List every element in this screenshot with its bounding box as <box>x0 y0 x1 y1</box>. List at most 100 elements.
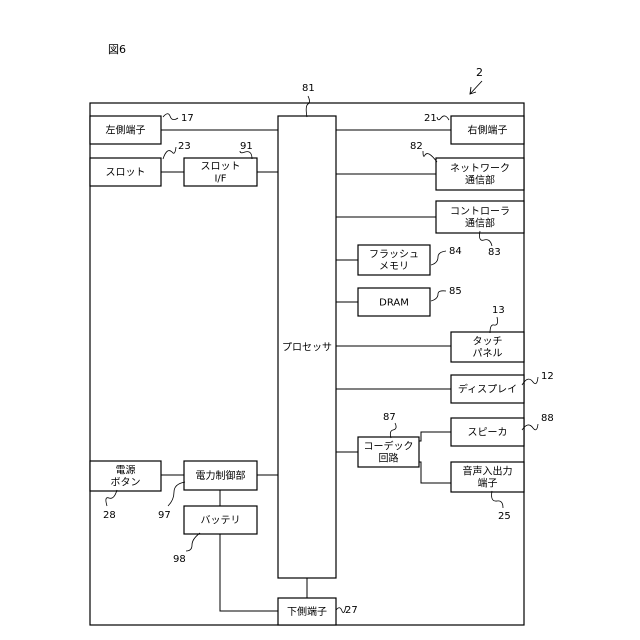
dram-label-line-1: DRAM <box>379 298 409 309</box>
ref-network-comm: 82 <box>410 141 437 162</box>
wire-speaker <box>419 432 451 441</box>
power-button-leader-line <box>106 490 117 506</box>
ref-right-terminal: 21 <box>424 113 449 124</box>
codec-circuit-leader-line <box>390 423 396 438</box>
ref-left-terminal: 17 <box>163 113 194 124</box>
device-number: 2 <box>476 66 483 79</box>
block-power-control: 電力制御部 <box>184 461 257 490</box>
processor-ref-number: 81 <box>302 83 315 94</box>
dram-leader-line <box>431 291 446 301</box>
audio-io-terminal-label-line-2: 端子 <box>478 477 498 490</box>
ref-dram: 85 <box>431 286 462 301</box>
block-battery: バッテリ <box>184 506 257 534</box>
ref-audio-io-terminal: 25 <box>492 491 511 522</box>
ref-touch-panel: 13 <box>490 305 505 333</box>
figure-label: 図6 <box>108 43 126 56</box>
block-slot-if: スロットI/F <box>184 158 257 186</box>
block-display: ディスプレイ <box>451 375 524 403</box>
controller-comm-label-line-1: コントローラ <box>450 206 510 218</box>
display-label-line-1: ディスプレイ <box>458 383 517 396</box>
touch-panel-ref-number: 13 <box>492 305 505 316</box>
audio-io-terminal-leader-line <box>492 491 503 508</box>
display-ref-number: 12 <box>541 371 554 382</box>
flash-memory-label-line-2: メモリ <box>379 262 409 273</box>
touch-panel-label-line-1: タッチ <box>473 336 503 348</box>
block-dram: DRAM <box>358 288 430 316</box>
ref-bottom-terminal: 27 <box>336 605 358 616</box>
block-right-terminal: 右側端子 <box>451 116 524 144</box>
block-controller-comm: コントローラ通信部 <box>436 201 524 233</box>
ref-processor: 81 <box>302 83 315 117</box>
battery-label-line-1: バッテリ <box>201 515 241 527</box>
bottom-terminal-ref-number: 27 <box>345 605 358 616</box>
wire-bottom-terminal <box>220 534 278 611</box>
network-comm-label-line-1: ネットワーク <box>450 163 510 175</box>
left-terminal-leader-line <box>163 114 178 120</box>
ref-controller-comm: 83 <box>480 231 501 258</box>
right-terminal-label-line-1: 右側端子 <box>468 124 508 137</box>
bottom-terminal-label-line-1: 下側端子 <box>287 605 327 618</box>
flash-memory-ref-number: 84 <box>449 246 462 257</box>
codec-circuit-label-line-1: コーデック <box>364 440 414 453</box>
left-terminal-ref-number: 17 <box>181 113 194 124</box>
right-terminal-leader-line <box>437 116 449 120</box>
ref-battery: 98 <box>173 533 200 565</box>
power-control-leader-line <box>168 482 185 506</box>
audio-io-terminal-ref-number: 25 <box>498 511 511 522</box>
ref-codec-circuit: 87 <box>383 412 396 438</box>
power-button-label-line-1: 電源 <box>116 464 136 477</box>
ref-power-button: 28 <box>103 490 117 521</box>
block-slot: スロット <box>90 158 161 186</box>
ref-slot: 23 <box>163 141 191 159</box>
ref-flash-memory: 84 <box>431 246 462 265</box>
flash-memory-leader-line <box>431 251 446 265</box>
block-touch-panel: タッチパネル <box>451 332 524 362</box>
device-reference: 2 <box>470 66 483 94</box>
power-button-ref-number: 28 <box>103 510 116 521</box>
power-control-label-line-1: 電力制御部 <box>196 469 246 482</box>
slot-if-label-line-1: スロット <box>201 162 241 173</box>
wire-audio-io <box>419 462 451 483</box>
block-network-comm: ネットワーク通信部 <box>436 158 524 190</box>
processor-leader-line <box>306 96 309 117</box>
slot-label-line-1: スロット <box>106 168 146 179</box>
slot-if-label-line-2: I/F <box>214 174 226 185</box>
left-terminal-label-line-1: 左側端子 <box>106 124 146 137</box>
flash-memory-label-line-1: フラッシュ <box>369 249 419 261</box>
dram-ref-number: 85 <box>449 286 462 297</box>
block-audio-io-terminal: 音声入出力端子 <box>451 462 524 492</box>
processor-label-line-1: プロセッサ <box>282 342 332 354</box>
block-processor: プロセッサ <box>278 116 336 578</box>
codec-circuit-ref-number: 87 <box>383 412 396 423</box>
ref-speaker: 88 <box>522 413 554 430</box>
block-flash-memory: フラッシュメモリ <box>358 245 430 275</box>
ref-display: 12 <box>522 371 554 385</box>
block-codec-circuit: コーデック回路 <box>358 437 419 467</box>
block-bottom-terminal: 下側端子 <box>278 598 336 625</box>
block-speaker: スピーカ <box>451 418 524 446</box>
ref-slot-if: 91 <box>240 141 253 159</box>
controller-comm-ref-number: 83 <box>488 247 501 258</box>
speaker-ref-number: 88 <box>541 413 554 424</box>
slot-if-ref-number: 91 <box>240 141 253 152</box>
right-terminal-ref-number: 21 <box>424 113 437 124</box>
codec-circuit-label-line-2: 回路 <box>379 452 399 465</box>
audio-io-terminal-label-line-1: 音声入出力 <box>463 465 513 478</box>
network-comm-label-line-2: 通信部 <box>465 174 495 187</box>
network-comm-leader-line <box>423 151 437 162</box>
controller-comm-label-line-2: 通信部 <box>465 217 495 230</box>
touch-panel-leader-line <box>490 317 498 333</box>
touch-panel-label-line-2: パネル <box>473 348 503 360</box>
speaker-label-line-1: スピーカ <box>468 427 508 439</box>
network-comm-ref-number: 82 <box>410 141 423 152</box>
ref-power-control: 97 <box>158 482 185 521</box>
battery-ref-number: 98 <box>173 554 186 565</box>
power-control-ref-number: 97 <box>158 510 171 521</box>
slot-ref-number: 23 <box>178 141 191 152</box>
power-button-label-line-2: ボタン <box>111 477 141 489</box>
slot-leader-line <box>163 147 176 159</box>
battery-leader-line <box>186 533 200 551</box>
block-left-terminal: 左側端子 <box>90 116 161 144</box>
block-power-button: 電源ボタン <box>90 461 161 491</box>
